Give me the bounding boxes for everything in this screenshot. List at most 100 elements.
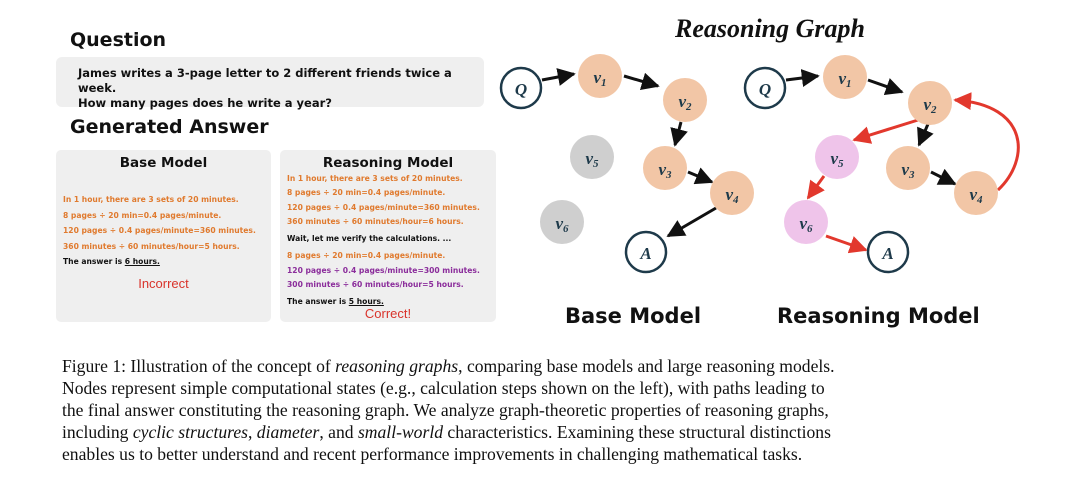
figure-caption: Figure 1: Illustration of the concept of… bbox=[62, 355, 1042, 465]
base-graph-nodes: Q v1 v2 v5 v3 v4 v6 A bbox=[499, 54, 754, 274]
reasoning-verify: Wait, let me verify the calculations. ..… bbox=[287, 234, 452, 244]
graph-title: Reasoning Graph bbox=[675, 14, 865, 43]
base-edge-v3-v4 bbox=[687, 167, 714, 185]
reasoning-step2-1: 8 pages ÷ 20 min=0.4 pages/minute. bbox=[287, 251, 446, 261]
base-answer: The answer is 6 hours. bbox=[63, 254, 256, 270]
question-line-2: How many pages does he write a year? bbox=[78, 96, 332, 110]
reasoning-verdict: Correct! bbox=[364, 306, 412, 321]
reasoning-node-v3-label: v3 bbox=[901, 160, 915, 181]
caption-line-5: enables us to better understand and rece… bbox=[62, 444, 803, 464]
base-node-v1-label: v1 bbox=[593, 68, 606, 89]
reasoning-node-v6 bbox=[784, 200, 828, 244]
base-step-1: In 1 hour, there are 3 sets of 20 minute… bbox=[63, 195, 239, 204]
reasoning-node-v5 bbox=[815, 135, 859, 179]
base-step-4: 360 minutes ÷ 60 minutes/hour=5 hours. bbox=[63, 241, 240, 251]
reasoning-node-v1 bbox=[823, 55, 867, 99]
base-node-a bbox=[624, 230, 668, 274]
base-answer-prefix: The answer is bbox=[63, 257, 125, 266]
reasoning-node-v4-label: v4 bbox=[969, 185, 983, 206]
base-node-v3-label: v3 bbox=[658, 160, 672, 181]
base-model-panel: Base Model In 1 hour, there are 3 sets o… bbox=[56, 150, 271, 322]
reasoning-steps: In 1 hour, there are 3 sets of 20 minute… bbox=[287, 172, 480, 310]
base-node-v1 bbox=[578, 54, 622, 98]
reasoning-step-4: 360 minutes ÷ 60 minutes/hour=6 hours. bbox=[287, 216, 464, 226]
caption-line-2: Nodes represent simple computational sta… bbox=[62, 378, 825, 398]
base-verdict: Incorrect bbox=[138, 276, 189, 291]
caption-line-1-c: , comparing base models and large reason… bbox=[458, 356, 835, 376]
reasoning-edge-v1-v2 bbox=[867, 78, 904, 96]
answer-heading: Generated Answer bbox=[70, 116, 269, 138]
caption-line-1-a: Figure 1: Illustration of the concept of bbox=[62, 356, 336, 376]
reasoning-edge-q-v1 bbox=[785, 69, 820, 87]
reasoning-node-v2-label: v2 bbox=[923, 95, 937, 116]
caption-line-4-c: , bbox=[248, 422, 257, 442]
base-node-v4-label: v4 bbox=[725, 185, 739, 206]
base-steps: In 1 hour, there are 3 sets of 20 minute… bbox=[63, 192, 256, 270]
reasoning-step-1: In 1 hour, there are 3 sets of 20 minute… bbox=[287, 174, 463, 183]
reasoning-answer: The answer is 5 hours. bbox=[287, 295, 480, 309]
reasoning-answer-value: 5 hours. bbox=[348, 297, 384, 307]
reasoning-node-q-label: Q bbox=[759, 80, 771, 99]
reasoning-node-q bbox=[743, 66, 787, 110]
reasoning-model-panel: Reasoning Model In 1 hour, there are 3 s… bbox=[280, 150, 496, 322]
caption-line-4: including cyclic structures, diameter, a… bbox=[62, 421, 1042, 443]
reasoning-node-a bbox=[866, 230, 910, 274]
base-node-q-label: Q bbox=[515, 80, 527, 99]
base-node-a-label: A bbox=[639, 244, 651, 263]
reasoning-edge-v2-v3 bbox=[917, 123, 934, 147]
reasoning-edge-v3-v4 bbox=[930, 168, 957, 186]
base-edge-q-v1 bbox=[541, 68, 576, 86]
reasoning-edge-v5-v6 bbox=[806, 175, 826, 200]
base-edge-v1-v2 bbox=[623, 72, 660, 91]
reasoning-step-3: 120 pages ÷ 0.4 pages/minute=360 minutes… bbox=[287, 202, 480, 212]
base-step-2: 8 pages ÷ 20 min=0.4 pages/minute. bbox=[63, 210, 222, 220]
reasoning-node-v3 bbox=[886, 146, 930, 190]
reasoning-graph-diagram: Q v1 v2 v5 v3 v4 v6 A Q v1 v2 v bbox=[499, 54, 1020, 274]
reasoning-edge-v4-v2-cycle bbox=[953, 92, 1020, 192]
reasoning-graph-edges bbox=[785, 69, 1020, 254]
base-node-v6 bbox=[540, 200, 584, 244]
caption-line-4-italic-2: diameter bbox=[256, 422, 320, 442]
reasoning-node-v5-label: v5 bbox=[830, 149, 844, 170]
caption-line-3: the final answer constituting the reason… bbox=[62, 400, 829, 420]
reasoning-node-a-label: A bbox=[881, 244, 893, 263]
reasoning-step2-3: 300 minutes ÷ 60 minutes/hour=5 hours. bbox=[287, 280, 464, 290]
reasoning-step-2: 8 pages ÷ 20 min=0.4 pages/minute. bbox=[287, 188, 446, 198]
base-panel-title: Base Model bbox=[119, 155, 208, 171]
reasoning-node-v4 bbox=[954, 171, 998, 215]
base-node-q bbox=[499, 66, 543, 110]
caption-line-4-e: , and bbox=[319, 422, 358, 442]
base-answer-value: 6 hours. bbox=[124, 257, 160, 266]
question-line-1: James writes a 3-page letter to 2 differ… bbox=[78, 66, 452, 95]
reasoning-node-v1-label: v1 bbox=[838, 69, 851, 90]
caption-line-4-italic-1: cyclic structures bbox=[132, 422, 248, 442]
reasoning-graph-nodes: Q v1 v2 v5 v3 v4 v6 A bbox=[743, 55, 998, 274]
base-graph-edges bbox=[541, 68, 717, 238]
base-edge-v4-a bbox=[666, 206, 717, 238]
question-heading: Question bbox=[70, 29, 167, 51]
reasoning-node-v2 bbox=[908, 81, 952, 125]
graph-base-label: Base Model bbox=[565, 304, 702, 328]
base-node-v5-label: v5 bbox=[585, 149, 599, 170]
base-node-v3 bbox=[643, 146, 687, 190]
reasoning-edge-v6-a bbox=[825, 234, 868, 254]
base-node-v2-label: v2 bbox=[678, 92, 692, 113]
base-node-v4 bbox=[710, 171, 754, 215]
reasoning-edge-v2-v5 bbox=[852, 118, 919, 144]
base-edge-v2-v3 bbox=[670, 121, 688, 147]
caption-line-4-g: characteristics. Examining these structu… bbox=[443, 422, 831, 442]
base-node-v2 bbox=[663, 78, 707, 122]
graph-reasoning-label: Reasoning Model bbox=[777, 304, 980, 328]
reasoning-node-v6-label: v6 bbox=[799, 214, 813, 235]
caption-line-4-italic-3: small-world bbox=[357, 422, 444, 442]
base-step-3: 120 pages ÷ 0.4 pages/minute=360 minutes… bbox=[63, 226, 256, 235]
caption-line-4-a: including bbox=[62, 422, 133, 442]
base-node-v5 bbox=[570, 135, 614, 179]
reasoning-step2-2: 120 pages ÷ 0.4 pages/minute=300 minutes… bbox=[287, 265, 480, 275]
reasoning-panel-title: Reasoning Model bbox=[322, 155, 454, 171]
base-node-v6-label: v6 bbox=[555, 214, 569, 235]
caption-line-1: Figure 1: Illustration of the concept of… bbox=[62, 355, 1042, 377]
question-box: James writes a 3-page letter to 2 differ… bbox=[56, 57, 484, 110]
reasoning-answer-prefix: The answer is bbox=[287, 297, 349, 307]
caption-line-1-italic: reasoning graphs bbox=[335, 356, 459, 376]
